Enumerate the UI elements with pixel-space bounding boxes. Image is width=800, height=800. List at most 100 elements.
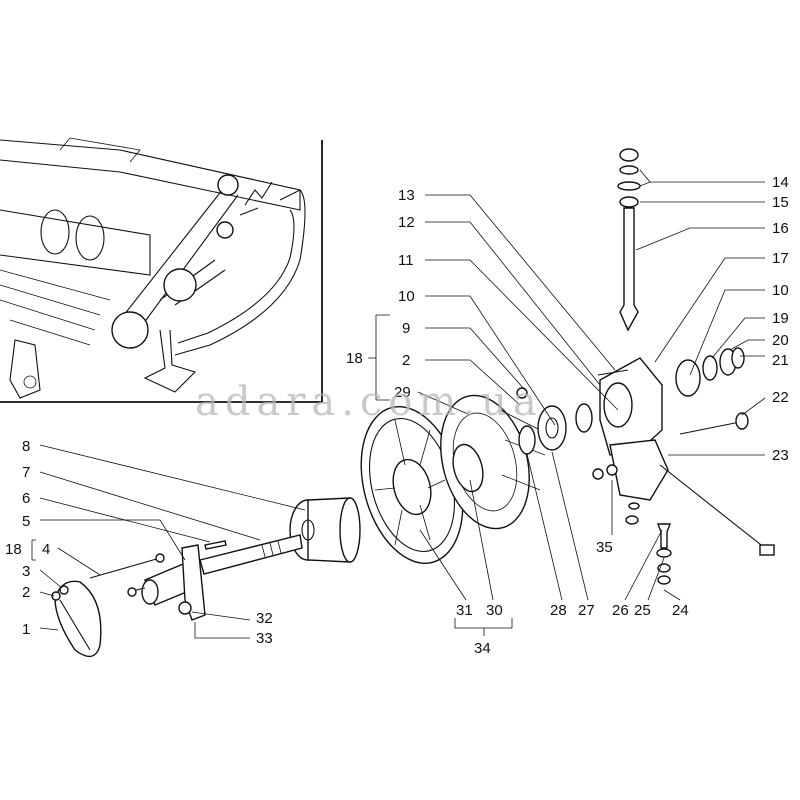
bearing-27 <box>537 405 567 451</box>
leader-24 <box>663 589 681 601</box>
auger-tube <box>0 209 151 276</box>
bracket-18-right <box>368 314 390 401</box>
leader-5 <box>40 519 186 561</box>
leader-7 <box>39 471 261 541</box>
leader-29 <box>417 391 471 416</box>
leader-10-left <box>425 295 556 426</box>
leader-2-right <box>425 359 521 406</box>
callout-25: 25 <box>634 602 651 619</box>
leader-33 <box>194 622 250 639</box>
callout-23: 23 <box>772 447 789 464</box>
leader-3 <box>39 569 63 589</box>
callout-13: 13 <box>398 187 415 204</box>
side-frame-loop-inner <box>177 209 295 344</box>
nut-26-left <box>592 468 604 480</box>
callout-2-left: 2 <box>22 584 30 601</box>
bracket-18-left <box>31 539 36 561</box>
bolt-22-head <box>735 412 749 430</box>
bolt-26 <box>656 523 672 549</box>
nut-15 <box>619 196 639 208</box>
bearing-10-right <box>675 359 701 397</box>
bolt-4-head <box>155 553 165 563</box>
middle-pulley <box>163 268 197 302</box>
callout-1: 1 <box>22 621 30 638</box>
callout-10-right: 10 <box>772 282 789 299</box>
lower-pulley <box>111 311 149 349</box>
nut-35 <box>625 515 639 525</box>
plate-1 <box>54 580 102 658</box>
bearing-housing-assembly <box>516 148 775 585</box>
callout-15: 15 <box>772 194 789 211</box>
shaft-splines <box>261 540 282 558</box>
bracket-23-body <box>609 439 669 501</box>
callout-7: 7 <box>22 464 30 481</box>
bearing-27-bore <box>545 417 559 439</box>
bolt-22 <box>679 421 741 435</box>
callout-labels: 13 12 11 10 9 2 18 29 14 15 16 17 10 19 … <box>5 174 789 657</box>
header-beam <box>0 139 301 211</box>
callout-29: 29 <box>394 384 411 401</box>
upper-pulley <box>217 174 239 196</box>
machine-overview-inset <box>0 137 323 403</box>
grease-fitting-9 <box>516 387 528 399</box>
leader-19 <box>711 317 765 359</box>
callout-31: 31 <box>456 602 473 619</box>
nut-21 <box>731 347 745 369</box>
callout-19: 19 <box>772 310 789 327</box>
auger-flight-2 <box>75 215 105 261</box>
callout-11: 11 <box>398 252 414 269</box>
leader-1 <box>39 627 59 631</box>
pulley-31-spokes <box>374 419 446 546</box>
callout-2-right: 2 <box>402 352 410 369</box>
rod-23-end <box>759 544 775 556</box>
callout-35: 35 <box>596 539 613 556</box>
bolt-32 <box>178 601 192 615</box>
callout-4: 4 <box>42 541 50 558</box>
leader-16 <box>635 227 765 251</box>
disc-30-hub <box>452 443 484 493</box>
callout-33: 33 <box>256 630 273 647</box>
callout-26: 26 <box>612 602 629 619</box>
drive-shaft-assembly <box>51 497 361 658</box>
leader-22 <box>741 397 766 416</box>
washer-26-left <box>606 464 618 476</box>
callout-20: 20 <box>772 332 789 349</box>
callout-28: 28 <box>550 602 567 619</box>
leader-12 <box>425 221 601 386</box>
shaft-7 <box>199 534 303 575</box>
hub-end-5 <box>141 579 159 605</box>
leader-10-right <box>689 289 765 376</box>
callout-24: 24 <box>672 602 689 619</box>
key-6 <box>204 540 227 550</box>
callout-3: 3 <box>22 563 30 580</box>
leader-4 <box>57 547 101 576</box>
callout-17: 17 <box>772 250 789 267</box>
nut-24b <box>657 575 671 585</box>
pulley-31-hub <box>392 458 432 516</box>
washer-2 <box>51 591 61 601</box>
left-bracket-hole <box>23 375 37 389</box>
leader-28 <box>526 453 563 601</box>
callout-30: 30 <box>486 602 503 619</box>
motion-arrow-1 <box>244 181 273 206</box>
callout-18-right: 18 <box>346 350 363 367</box>
leader-11 <box>425 259 619 411</box>
bracket-34 <box>454 618 513 636</box>
inset-frame <box>0 140 323 403</box>
seal-10-left <box>575 403 593 433</box>
leader-lines <box>31 169 766 639</box>
leader-20 <box>729 339 765 351</box>
bearing-28 <box>518 425 536 455</box>
washer-14 <box>619 165 639 175</box>
callout-18-left: 18 <box>5 541 22 558</box>
flange-bore-8 <box>301 519 315 541</box>
callout-6: 6 <box>22 490 30 507</box>
leader-26 <box>624 529 663 601</box>
nut-14-top <box>619 148 639 162</box>
leader-31 <box>419 529 467 601</box>
idler-pulley <box>216 221 234 239</box>
housing-11-bore <box>603 382 633 428</box>
callout-34: 34 <box>474 640 491 657</box>
leader-9 <box>425 327 526 391</box>
